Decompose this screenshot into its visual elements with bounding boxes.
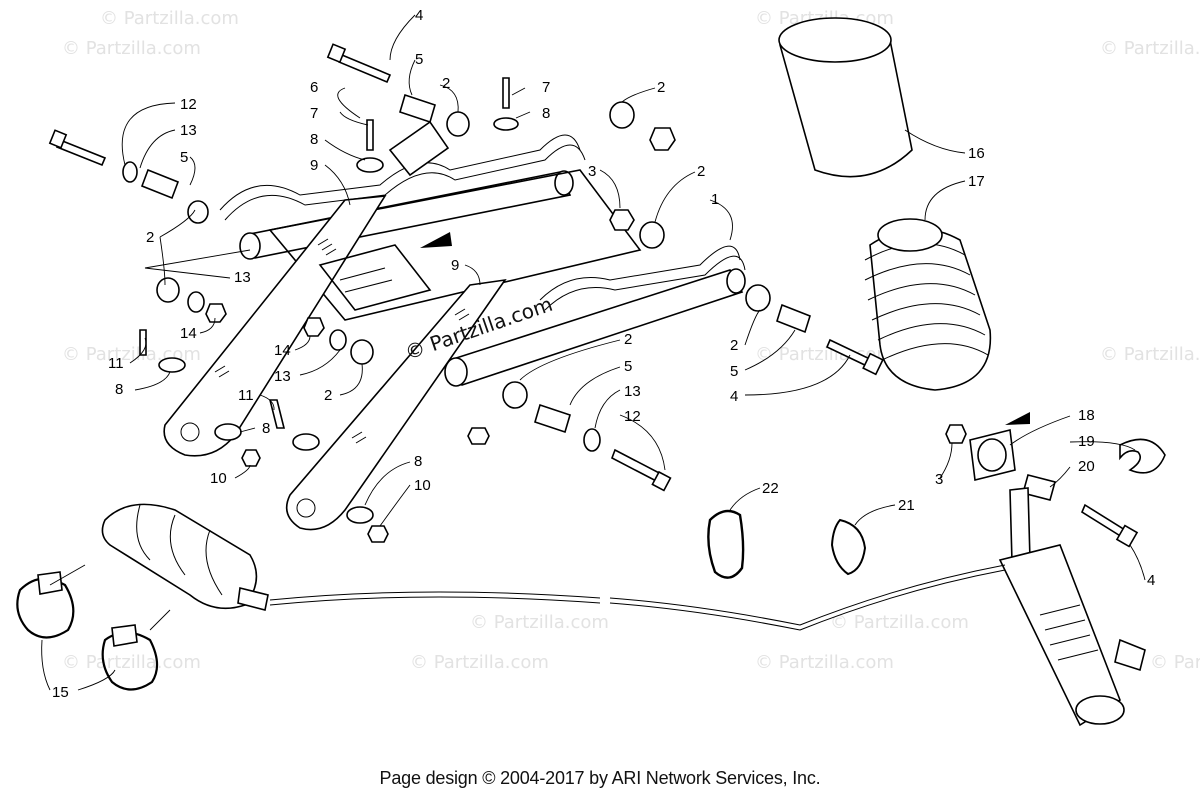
callout-2: 2	[324, 387, 332, 404]
callout-1: 1	[711, 191, 719, 208]
callout-10: 10	[210, 470, 227, 487]
watermark: © Partzilla.com	[755, 652, 894, 673]
callout-2: 2	[146, 229, 154, 246]
callout-16: 16	[968, 145, 985, 162]
callout-2: 2	[442, 75, 450, 92]
callout-5: 5	[415, 51, 423, 68]
reservoir-hose-clamps	[16, 503, 1006, 691]
callout-4: 4	[1147, 572, 1155, 589]
callout-7: 7	[310, 105, 318, 122]
callout-14: 14	[180, 325, 197, 342]
watermark: © Partzilla.com	[1100, 344, 1200, 365]
watermark: © Partzilla.com	[410, 652, 549, 673]
rear-arm-assembly	[163, 134, 746, 531]
callout-2: 2	[730, 337, 738, 354]
callout-5: 5	[180, 149, 188, 166]
callout-19: 19	[1078, 433, 1095, 450]
callout-20: 20	[1078, 458, 1095, 475]
watermark: © Partzilla.com	[62, 652, 201, 673]
callout-7: 7	[542, 79, 550, 96]
callout-11: 11	[108, 355, 124, 372]
callout-8: 8	[310, 131, 318, 148]
callout-4: 4	[730, 388, 738, 405]
leader-lines	[41, 14, 1146, 691]
callout-12: 12	[180, 96, 197, 113]
callout-9: 9	[451, 257, 459, 274]
callout-14: 14	[274, 342, 291, 359]
shock-boot-spring	[778, 17, 992, 391]
callout-18: 18	[1078, 407, 1095, 424]
watermark: © Partzilla.com	[830, 612, 969, 633]
callout-8: 8	[262, 420, 270, 437]
callout-3: 3	[588, 163, 596, 180]
callout-15: 15	[52, 684, 69, 701]
watermark: © Partzilla.com	[100, 8, 239, 29]
callout-21: 21	[898, 497, 915, 514]
callout-22: 22	[762, 480, 779, 497]
callout-4: 4	[415, 7, 423, 24]
watermark: © Partzilla.com	[62, 38, 201, 59]
watermark: © Partzilla.com	[1100, 38, 1200, 59]
callout-2: 2	[624, 331, 632, 348]
callout-12: 12	[624, 408, 641, 425]
callout-11: 11	[238, 387, 254, 404]
callout-8: 8	[414, 453, 422, 470]
callout-3: 3	[935, 471, 943, 488]
callout-2: 2	[657, 79, 665, 96]
callout-17: 17	[968, 173, 985, 190]
watermark: © Partzilla.com	[1150, 652, 1200, 673]
callout-10: 10	[414, 477, 431, 494]
callout-13: 13	[180, 122, 197, 139]
page-footer: Page design © 2004-2017 by ARI Network S…	[379, 768, 821, 788]
callout-9: 9	[310, 157, 318, 174]
callout-5: 5	[624, 358, 632, 375]
callout-2: 2	[697, 163, 705, 180]
callout-8: 8	[542, 105, 550, 122]
callout-6: 6	[310, 79, 318, 96]
callout-13: 13	[624, 383, 641, 400]
callout-labels: 12 13 5 2 13 14 11 8 6 7 8 9 4 5 2 7 8 2…	[52, 7, 1155, 701]
hardware	[48, 43, 884, 543]
rings	[707, 509, 867, 579]
callout-13: 13	[274, 368, 291, 385]
callout-13: 13	[234, 269, 251, 286]
shock-absorber	[945, 412, 1166, 727]
callout-5: 5	[730, 363, 738, 380]
watermark: © Partzilla.com	[470, 612, 609, 633]
callout-8: 8	[115, 381, 123, 398]
